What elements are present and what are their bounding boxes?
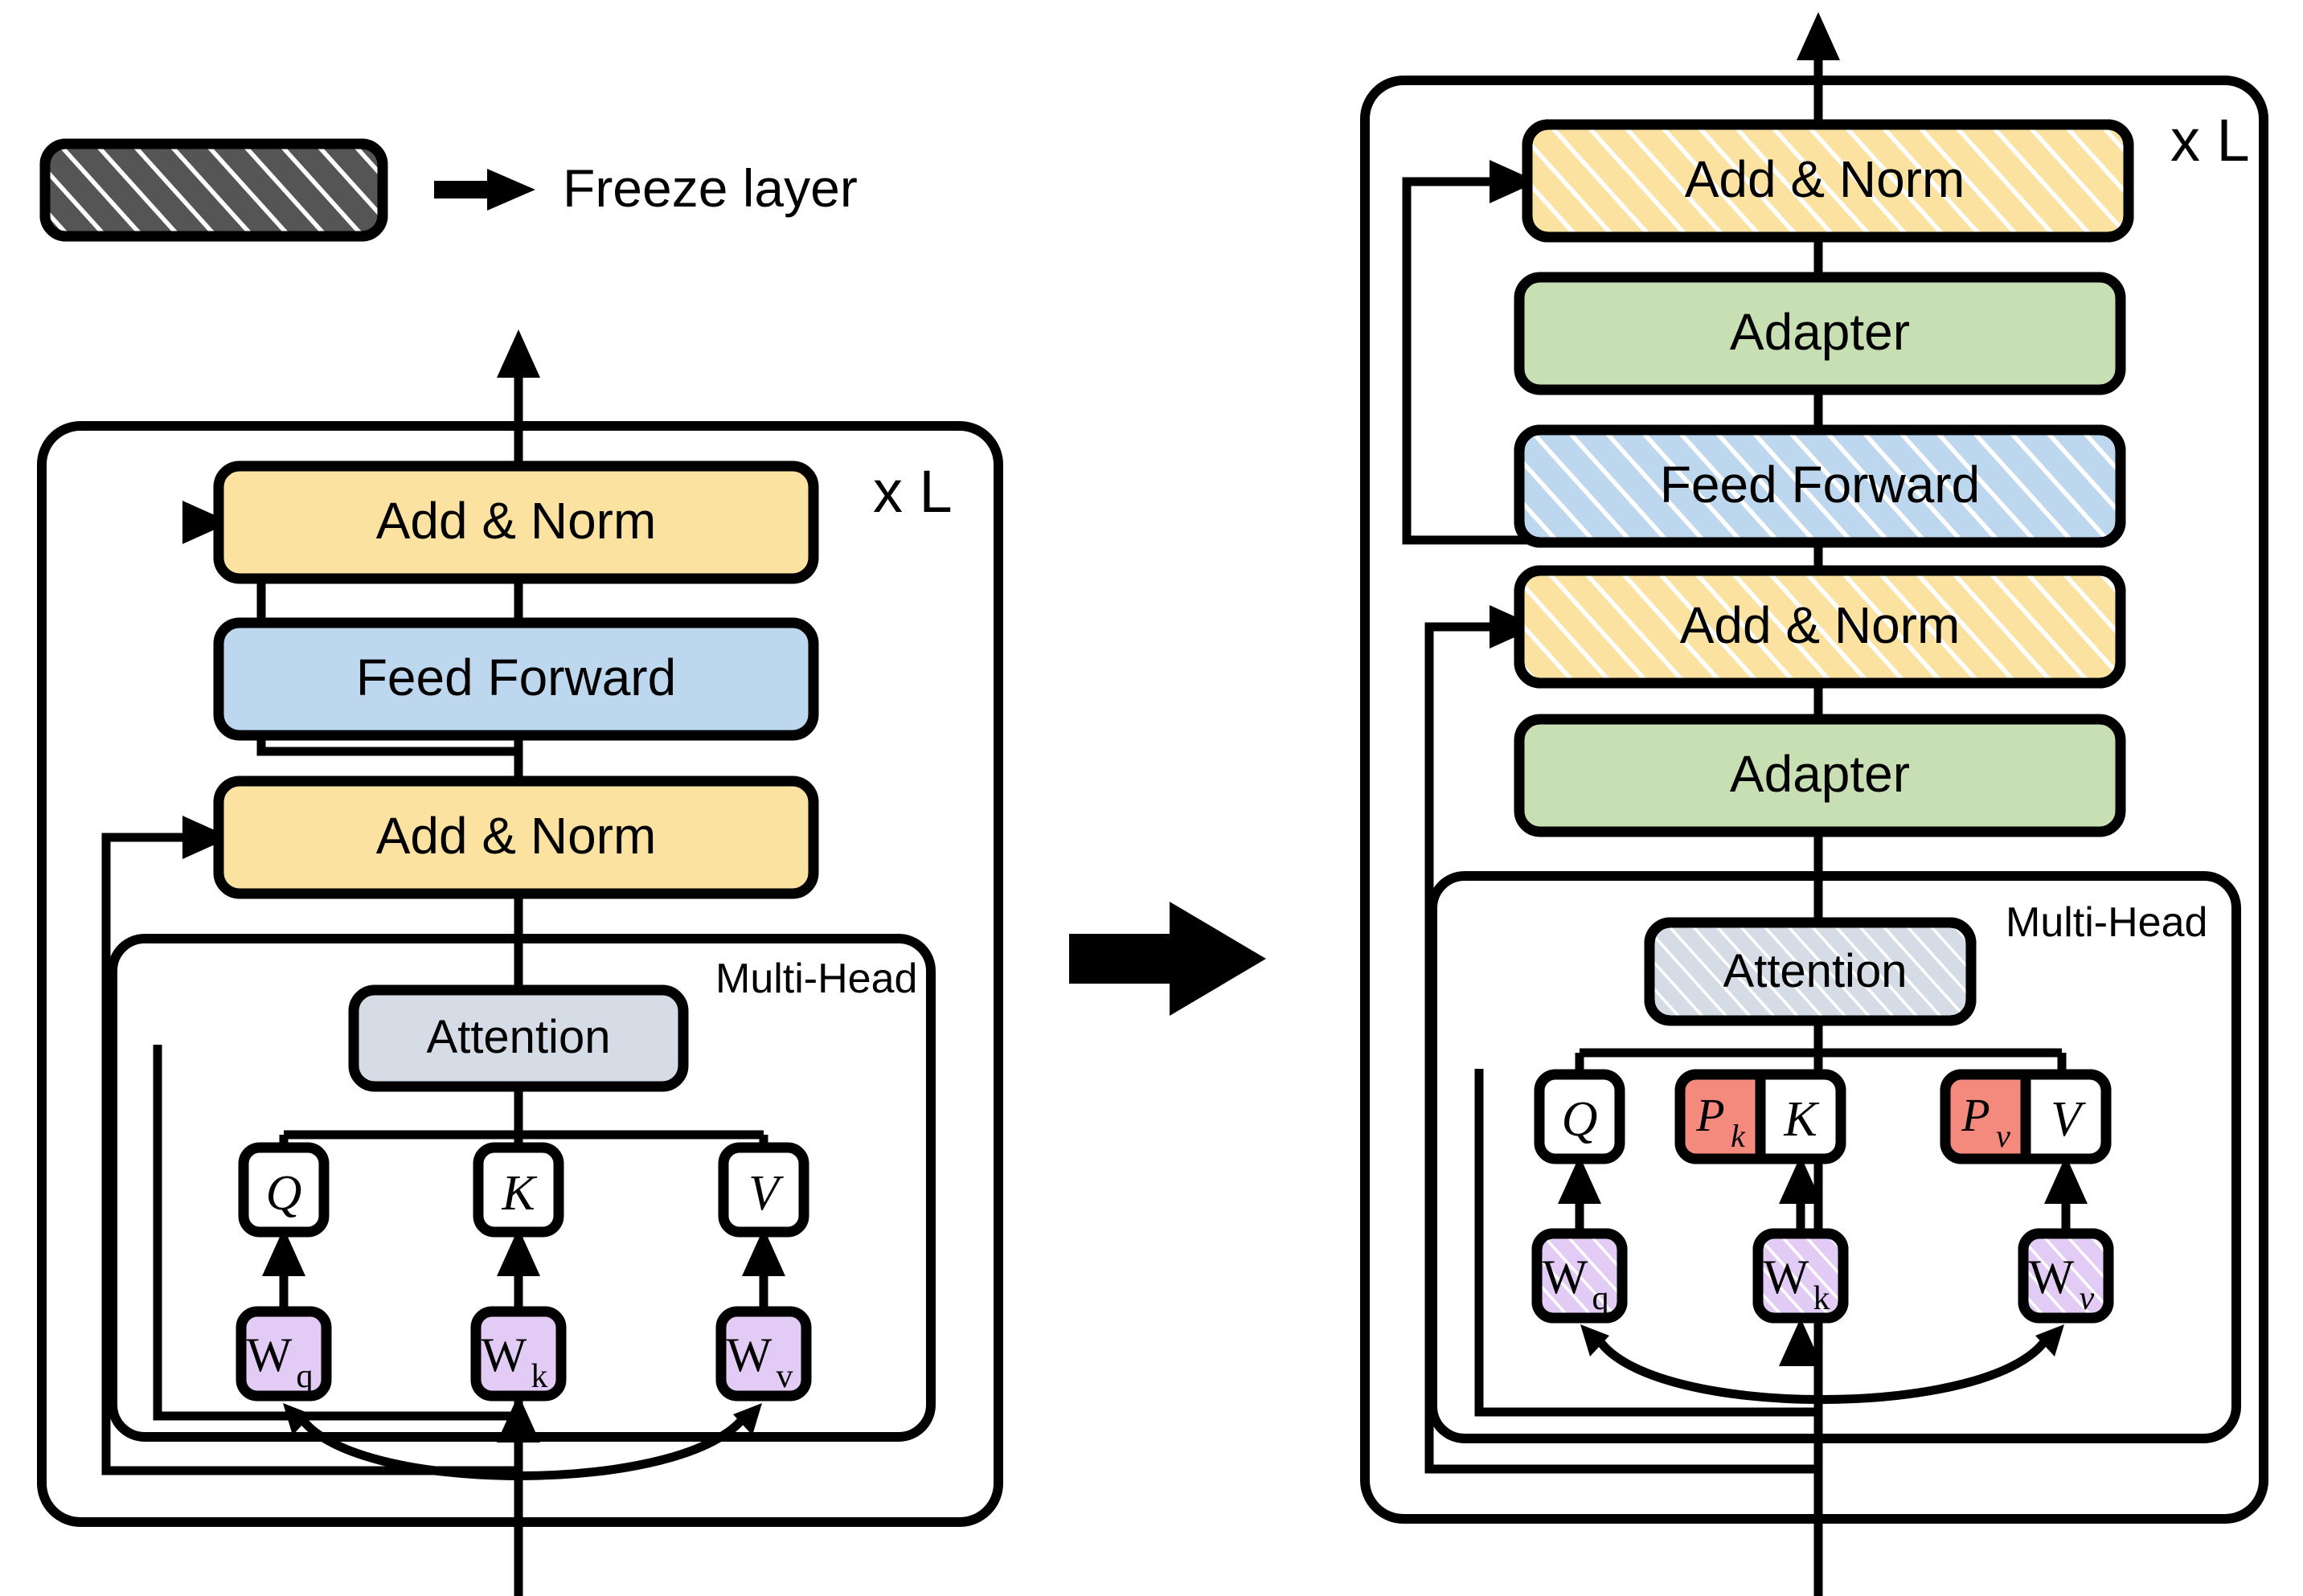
left-box-label: Attention — [427, 1011, 611, 1063]
right-prefix-pk-k-pair: P k K — [1674, 1069, 1846, 1164]
left-weight-wv: W v — [715, 1306, 812, 1402]
left-qkv-k: K — [473, 1142, 564, 1238]
right-weight-wk: W k — [1752, 1228, 1849, 1324]
left-box-label: Feed Forward — [356, 649, 676, 706]
right-box-label: Add & Norm — [1680, 596, 1961, 654]
left-box-add-norm-bottom: Add & Norm — [213, 775, 819, 899]
right-prefix-sub: k — [1731, 1118, 1746, 1154]
left-weight-sub: k — [531, 1358, 548, 1395]
transition-arrow — [1069, 902, 1266, 1016]
left-box-label: Add & Norm — [376, 492, 657, 550]
right-qkv-label: K — [1783, 1092, 1820, 1147]
left-transformer-block: x L Add & Norm Feed Forward Add & Norm M… — [37, 329, 1003, 1596]
left-qkv-label: Q — [266, 1166, 302, 1221]
left-repeat-label: x L — [873, 458, 953, 525]
left-weight-base: W — [247, 1328, 293, 1381]
right-multihead-container — [1428, 871, 2241, 1443]
right-qkv-label: Q — [1562, 1092, 1598, 1147]
left-qkv-label: K — [501, 1166, 538, 1221]
right-box-label: Adapter — [1730, 745, 1910, 803]
left-weight-base: W — [727, 1328, 772, 1381]
left-box-label: Add & Norm — [376, 807, 657, 865]
right-multihead-label: Multi-Head — [2006, 899, 2207, 946]
legend: Freeze layer — [39, 138, 858, 242]
right-box-feed-forward: Feed Forward — [1514, 424, 2126, 548]
left-weight-base: W — [481, 1328, 527, 1381]
right-box-add-norm-top: Add & Norm — [1522, 119, 2134, 243]
left-weight-sub: q — [297, 1358, 313, 1395]
right-box-adapter-top: Adapter — [1514, 272, 2126, 395]
right-transformer-block: x L Add & Norm Adapter Feed Forward — [1360, 12, 2268, 1596]
right-box-adapter-bottom: Adapter — [1514, 714, 2126, 837]
legend-label: Freeze layer — [563, 158, 858, 218]
right-box-attention: Attention — [1644, 917, 1977, 1026]
left-outer-container — [37, 421, 1003, 1527]
right-weight-wv: W v — [2018, 1228, 2114, 1324]
right-qkv-q: Q — [1534, 1069, 1625, 1164]
left-qkv-v: V — [718, 1142, 809, 1238]
right-box-label: Add & Norm — [1685, 150, 1965, 208]
left-multihead-label: Multi-Head — [715, 956, 917, 1002]
left-qkv-label: V — [748, 1166, 784, 1221]
right-box-label: Feed Forward — [1660, 456, 1980, 514]
legend-arrow — [434, 169, 535, 211]
left-weight-wk: W k — [470, 1306, 567, 1402]
right-outer-container — [1360, 76, 2268, 1524]
left-box-feed-forward: Feed Forward — [213, 617, 819, 741]
left-box-attention: Attention — [348, 984, 689, 1092]
right-weight-base: W — [1543, 1250, 1588, 1303]
right-prefix-pk-fill — [1680, 1074, 1760, 1159]
right-prefix-base: P — [1961, 1089, 1990, 1141]
right-prefix-base: P — [1695, 1089, 1724, 1141]
right-box-add-norm-bottom: Add & Norm — [1514, 565, 2126, 689]
right-weight-base: W — [2029, 1250, 2075, 1303]
right-prefix-sub: v — [1996, 1118, 2010, 1154]
right-prefix-pv-fill — [1945, 1074, 2026, 1159]
left-weight-sub: v — [777, 1358, 793, 1395]
right-weight-wq: W q — [1531, 1228, 1628, 1324]
right-prefix-pv-v-pair: P v V — [1940, 1069, 2112, 1164]
right-weight-base: W — [1764, 1250, 1809, 1303]
right-weight-sub: q — [1592, 1280, 1609, 1317]
right-box-label: Attention — [1723, 945, 1908, 997]
left-box-add-norm-top: Add & Norm — [213, 460, 819, 584]
right-repeat-label: x L — [2170, 107, 2250, 174]
right-weight-sub: k — [1813, 1280, 1830, 1317]
freeze-layer-swatch — [39, 138, 388, 242]
right-weight-sub: v — [2080, 1280, 2095, 1317]
right-box-label: Adapter — [1730, 303, 1910, 361]
left-qkv-q: Q — [238, 1142, 330, 1238]
left-weight-wq: W q — [236, 1306, 332, 1402]
right-qkv-label: V — [2051, 1092, 2086, 1147]
